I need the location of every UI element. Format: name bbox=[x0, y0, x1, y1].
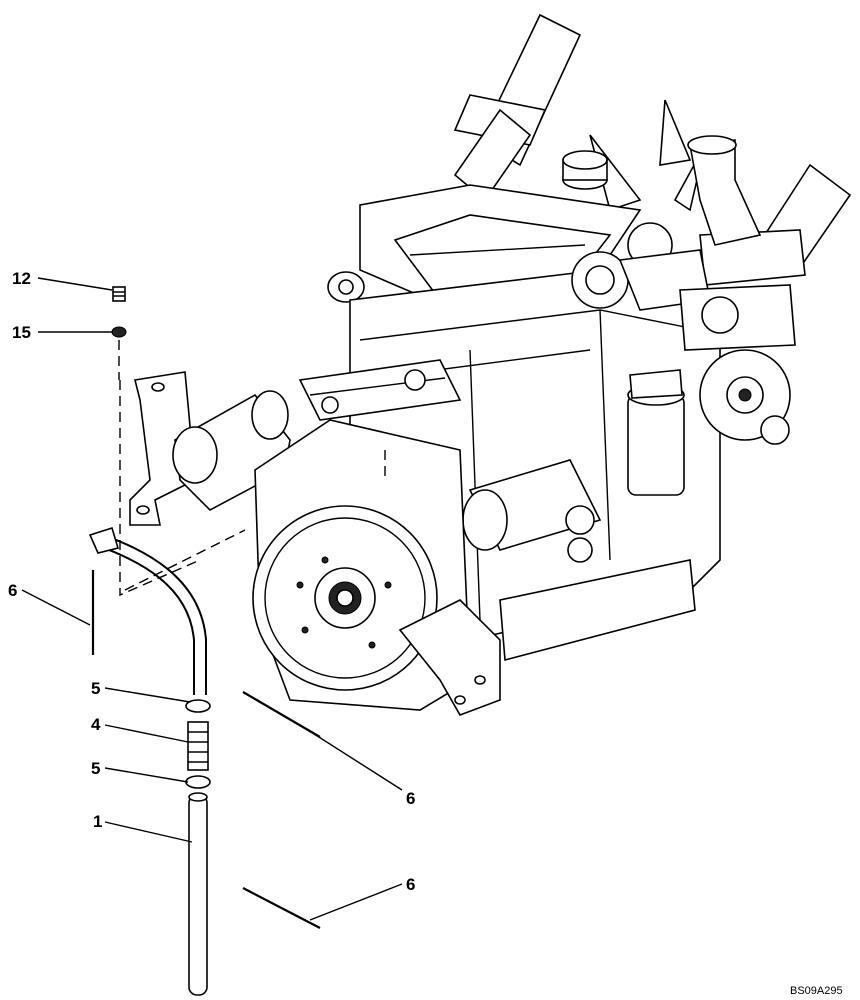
leader-lines bbox=[21, 277, 403, 921]
callout-5-bottom: 5 bbox=[91, 759, 100, 778]
callout-4: 4 bbox=[91, 715, 101, 734]
callout-6-left: 6 bbox=[8, 581, 17, 600]
engine-assembly bbox=[129, 13, 852, 716]
dipstick-tube-assembly bbox=[88, 286, 386, 996]
callout-5-top: 5 bbox=[91, 679, 100, 698]
drawing-code: BS09A295 bbox=[790, 985, 843, 997]
callout-15: 15 bbox=[12, 323, 31, 342]
callout-6-low: 6 bbox=[406, 875, 415, 894]
callout-6-mid: 6 bbox=[406, 789, 415, 808]
callout-1: 1 bbox=[93, 812, 102, 831]
callout-12: 12 bbox=[12, 269, 31, 288]
